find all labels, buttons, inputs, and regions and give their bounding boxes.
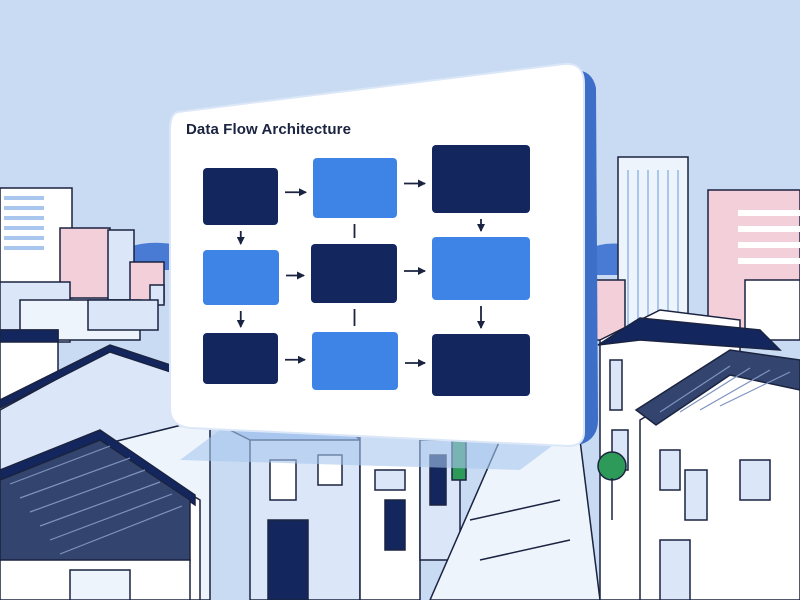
diagram-edges (236, 179, 485, 367)
diagram-node-r2c1 (203, 250, 279, 305)
right-houses (597, 309, 800, 600)
diagram-node-r3c3 (432, 334, 530, 396)
diagram-node-r1c2 (313, 158, 397, 218)
diagram-node-r3c2 (312, 332, 398, 390)
left-skyline (0, 187, 165, 306)
diagram-node-r2c2 (311, 244, 397, 303)
diagram-node-r3c1 (203, 333, 278, 384)
diagram-node-r1c3 (432, 145, 530, 213)
diagram-title: Data Flow Architecture (186, 121, 352, 138)
front-left-house (0, 429, 201, 600)
diagram-node-r2c3 (432, 237, 530, 300)
diagram-nodes (203, 145, 530, 396)
diagram-node-r1c1 (203, 168, 278, 225)
